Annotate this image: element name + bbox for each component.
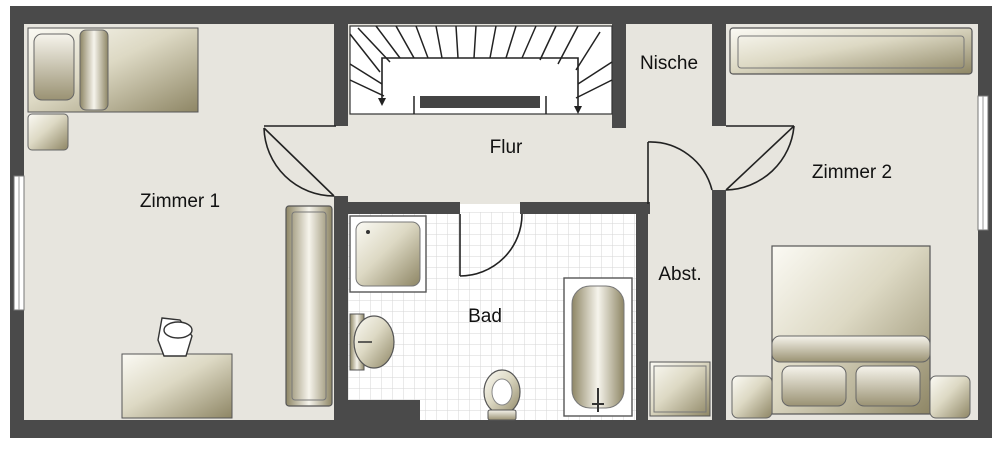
- interior-walls: [334, 24, 726, 420]
- label-zimmer-1: Zimmer 1: [140, 191, 220, 212]
- floor-nische: [626, 24, 726, 134]
- label-abstellraum: Abst.: [658, 264, 701, 285]
- door-swings: [263, 125, 795, 277]
- label-bad: Bad: [468, 306, 502, 327]
- toilet: [483, 369, 521, 421]
- bathtub: [563, 277, 633, 417]
- desk-zimmer-1: [121, 353, 233, 419]
- nightstand-left-zimmer-2: [731, 375, 773, 419]
- shelf-zimmer-2: [729, 27, 973, 75]
- storage-cabinet: [649, 361, 711, 417]
- bed-zimmer-2: [771, 245, 931, 415]
- staircase: [349, 25, 613, 115]
- label-flur: Flur: [490, 137, 523, 158]
- bed-zimmer-1: [27, 27, 199, 113]
- desk-lamp: [157, 317, 193, 357]
- label-zimmer-2: Zimmer 2: [812, 162, 892, 183]
- shower-tray: [349, 215, 427, 293]
- nightstand-right-zimmer-2: [929, 375, 971, 419]
- washbasin: [349, 313, 395, 371]
- label-nische: Nische: [640, 53, 698, 74]
- windows: [13, 95, 989, 311]
- nightstand-zimmer-1: [27, 113, 69, 151]
- wardrobe-zimmer-1: [285, 205, 333, 407]
